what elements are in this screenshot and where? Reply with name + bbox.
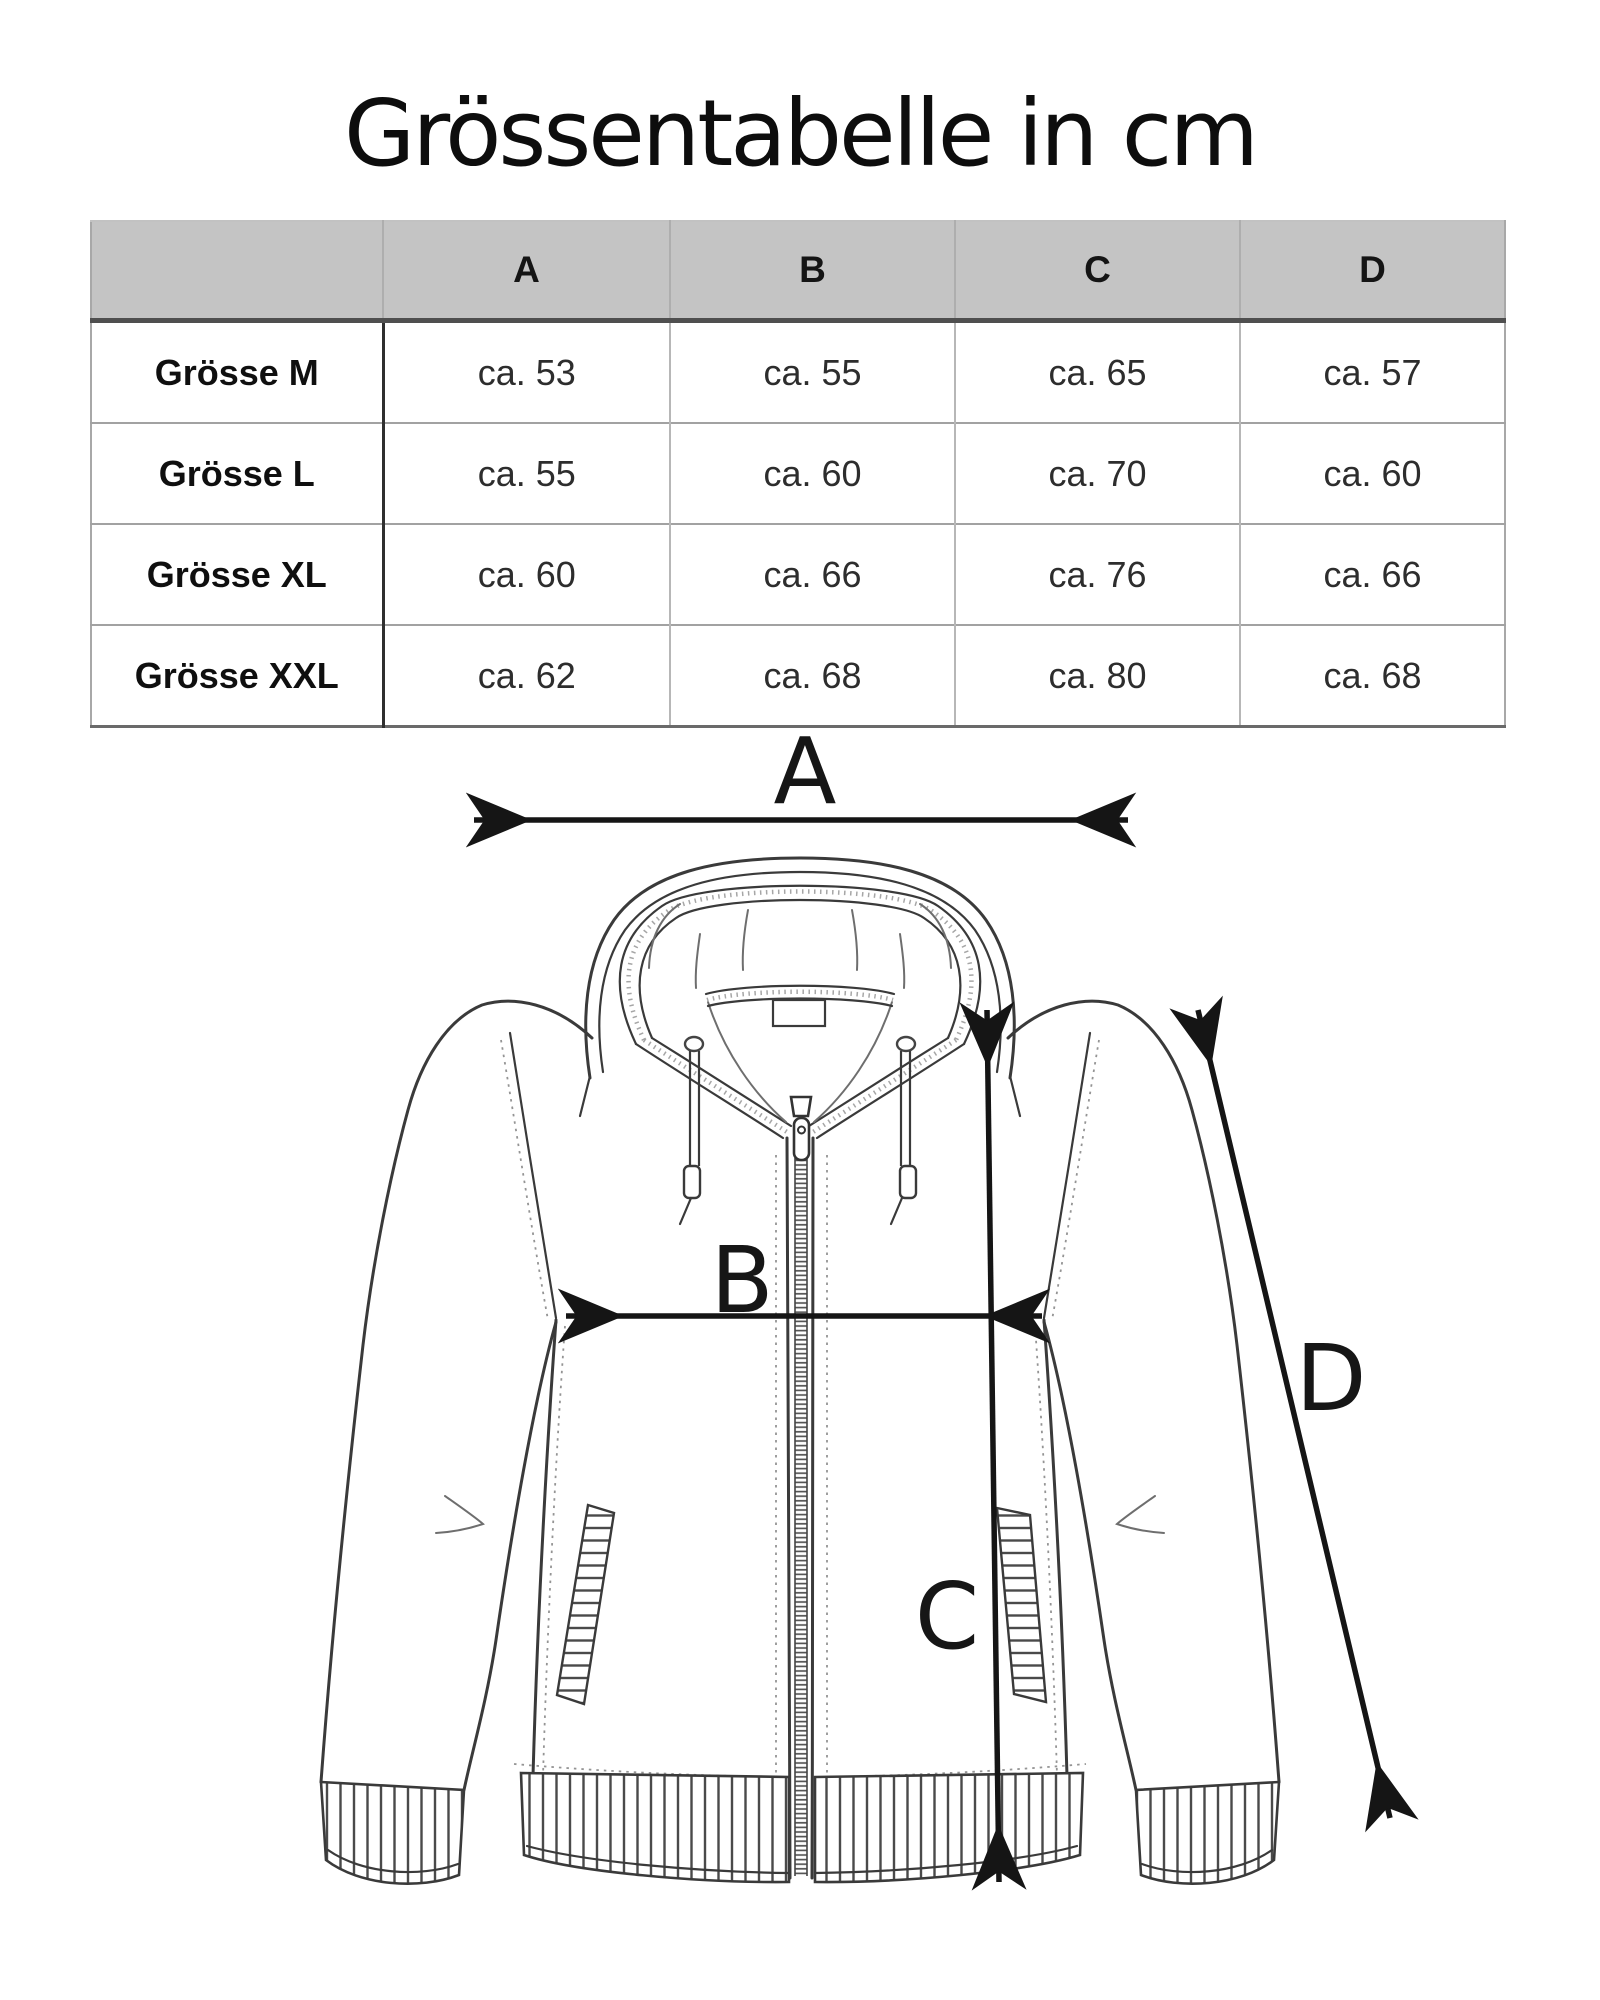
measurement-arrows: A B C D	[465, 718, 1419, 1891]
left-elbow-mark	[435, 1495, 485, 1534]
cell-value: ca. 60	[669, 422, 955, 524]
cell-value: ca. 65	[954, 319, 1240, 423]
neck-label	[771, 998, 827, 1028]
right-raglan-seam	[1042, 1031, 1092, 1320]
right-body-seam	[1042, 1318, 1069, 1778]
cell-value: ca. 53	[381, 319, 670, 423]
right-elbow-mark	[1115, 1495, 1165, 1534]
cell-value: ca. 60	[1239, 422, 1505, 524]
header-cell-d: D	[1239, 221, 1505, 323]
cell-value: ca. 62	[381, 624, 670, 727]
cell-value: ca. 66	[1239, 523, 1505, 625]
table-row: Grösse XL ca. 60 ca. 66 ca. 76 ca. 66	[91, 523, 1505, 625]
jacket-sketch	[319, 856, 1281, 1886]
measure-label-c: C	[915, 1563, 979, 1670]
hood-inner-seam	[598, 870, 1002, 1074]
cell-value: ca. 80	[954, 624, 1240, 727]
left-sleeve-outline	[319, 999, 594, 1784]
measure-label-b: B	[710, 1227, 773, 1334]
cell-value: ca. 66	[669, 523, 955, 625]
cell-value: ca. 68	[1239, 624, 1505, 727]
measure-arrow-d	[1169, 995, 1419, 1833]
header-cell-b: B	[669, 221, 955, 323]
row-label: Grösse M	[91, 319, 383, 423]
hood-lining-folds	[648, 903, 952, 1123]
measure-label-d: D	[1296, 1325, 1367, 1432]
right-pocket-welt	[995, 1506, 1048, 1704]
cell-value: ca. 76	[954, 523, 1240, 625]
zipper	[775, 1095, 828, 1880]
table-header-row: A B C D	[91, 221, 1505, 323]
cell-value: ca. 55	[381, 422, 670, 524]
table-row: Grösse L ca. 55 ca. 60 ca. 70 ca. 60	[91, 422, 1505, 524]
table-row: Grösse XXL ca. 62 ca. 68 ca. 80 ca. 68	[91, 624, 1505, 727]
left-raglan-seam	[508, 1031, 558, 1320]
zipper-pull	[792, 1116, 811, 1162]
right-sleeve-inner-edge	[1042, 1320, 1138, 1792]
left-pocket-welt	[555, 1503, 616, 1706]
right-drawcord	[889, 1035, 918, 1226]
row-label: Grösse XXL	[91, 624, 383, 727]
header-cell-c: C	[954, 221, 1240, 323]
row-label: Grösse XL	[91, 523, 383, 625]
neckband	[704, 984, 896, 1008]
cell-value: ca. 57	[1239, 319, 1505, 423]
left-sleeve-inner-edge	[462, 1320, 558, 1792]
row-label: Grösse L	[91, 422, 383, 524]
left-drawcord	[678, 1035, 705, 1226]
zipper-teeth	[795, 1158, 807, 1876]
hood-outline	[584, 856, 1016, 1080]
left-cuff	[319, 1780, 466, 1886]
left-body-seam	[531, 1318, 558, 1778]
zipper-slider	[789, 1095, 813, 1118]
page-title: Grössentabelle in cm	[344, 80, 1259, 187]
measure-arrow-c	[959, 1001, 1027, 1891]
hood-binding	[618, 884, 982, 1140]
table-row: Grösse M ca. 53 ca. 55 ca. 65 ca. 57	[91, 319, 1505, 423]
cell-value: ca. 60	[381, 523, 670, 625]
cell-value: ca. 55	[669, 319, 955, 423]
hem-band-left	[519, 1771, 791, 1884]
header-cell-a: A	[382, 221, 670, 323]
cell-value: ca. 68	[669, 624, 955, 727]
size-table: A B C D Grösse M ca. 53 ca. 55 ca. 65 ca…	[90, 220, 1506, 728]
measure-label-a: A	[774, 718, 837, 825]
header-cell-empty	[91, 221, 383, 323]
cell-value: ca. 70	[954, 422, 1240, 524]
